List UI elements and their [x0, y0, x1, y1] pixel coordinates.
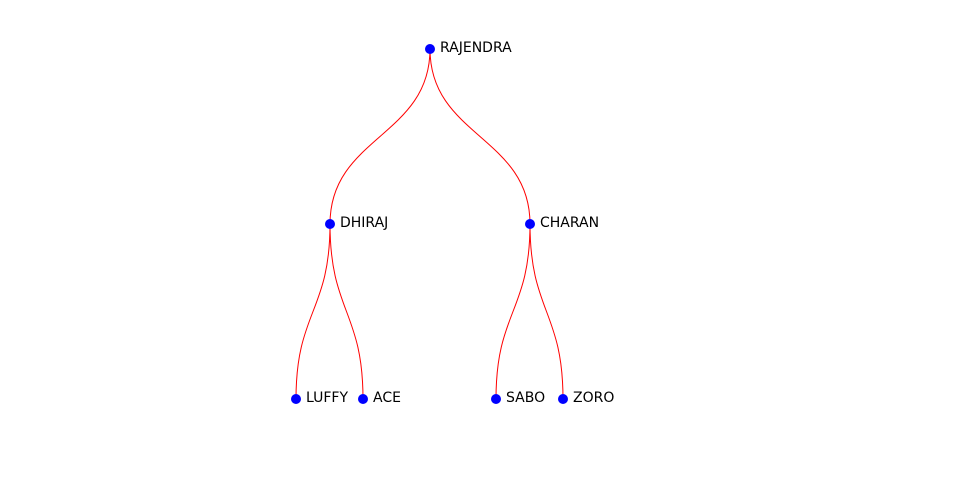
node-circle-icon[interactable] — [558, 394, 568, 404]
node-circle-icon[interactable] — [325, 219, 335, 229]
tree-node[interactable]: SABO — [491, 390, 545, 406]
tree-node[interactable]: RAJENDRA — [425, 40, 512, 56]
node-label: DHIRAJ — [340, 215, 388, 231]
tree-node[interactable]: ZORO — [558, 390, 614, 406]
node-label: CHARAN — [540, 215, 599, 231]
tree-node[interactable]: ACE — [358, 390, 401, 406]
tree-link — [529, 223, 564, 400]
tree-links — [295, 48, 564, 400]
tree-link — [429, 48, 531, 225]
node-circle-icon[interactable] — [491, 394, 501, 404]
node-circle-icon[interactable] — [425, 44, 435, 54]
node-label: ACE — [373, 390, 401, 406]
tree-link — [495, 223, 531, 400]
node-circle-icon[interactable] — [358, 394, 368, 404]
node-circle-icon[interactable] — [525, 219, 535, 229]
node-label: SABO — [506, 390, 545, 406]
tree-node[interactable]: LUFFY — [291, 390, 348, 406]
node-label: RAJENDRA — [440, 40, 512, 56]
tree-link — [295, 223, 331, 400]
tree-node[interactable]: CHARAN — [525, 215, 599, 231]
tree-link — [329, 223, 364, 400]
node-label: ZORO — [573, 390, 614, 406]
node-circle-icon[interactable] — [291, 394, 301, 404]
tree-link — [329, 48, 431, 225]
tree-nodes: RAJENDRA DHIRAJ LUFFY ACE CHARAN SABO ZORO — [291, 40, 614, 406]
tree-node[interactable]: DHIRAJ — [325, 215, 388, 231]
node-label: LUFFY — [306, 390, 348, 406]
